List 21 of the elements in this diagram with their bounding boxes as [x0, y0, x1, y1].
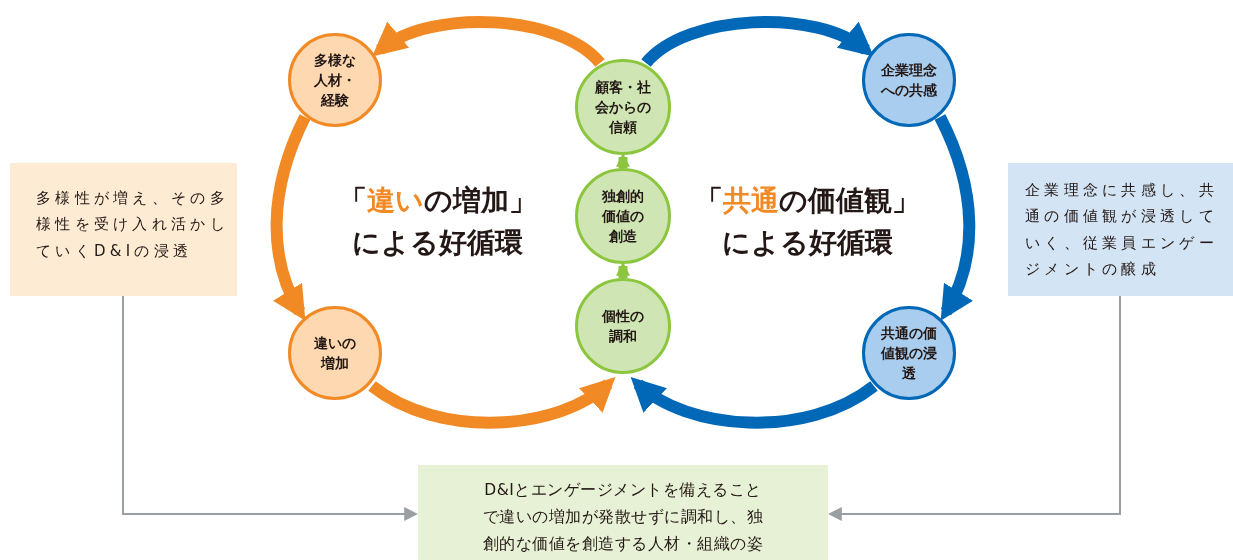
cycle-title: 「共通の価値観」による好循環 [693, 183, 921, 261]
cycle-circle: 共通の価値観の浸透 [862, 306, 956, 400]
cycle-circle: 個性の調和 [575, 278, 671, 374]
cycle-title: 「違いの増加」による好循環 [337, 183, 538, 261]
arrow [371, 16, 605, 68]
arrow [368, 377, 616, 429]
cycle-circle: 顧客・社会からの信頼 [575, 59, 671, 155]
cycle-circle: 多様な人材・経験 [288, 33, 382, 127]
note-box: 多様性が増え、その多様性を受け入れ活かしていくD&Iの浸透 [10, 163, 237, 296]
arrow [934, 114, 976, 321]
note-box: 企業理念に共感し、共通の価値観が浸透していく、従業員エンゲージメントの醸成 [1008, 163, 1233, 296]
arrow [122, 295, 419, 521]
cycle-circle: 違いの増加 [288, 306, 382, 400]
arrow [827, 295, 1121, 521]
result-box: D&Iとエンゲージメントを備えることで違いの増加が発散せずに調和し、独創的な価値を創造する人材・組織の姿 [418, 465, 828, 560]
cycle-circle: 企業理念への共感 [862, 33, 956, 127]
cycle-circle: 独創的価値の創造 [575, 168, 671, 264]
arrow [616, 261, 630, 278]
arrow [630, 377, 878, 429]
arrow [270, 114, 311, 321]
arrow [616, 152, 630, 168]
